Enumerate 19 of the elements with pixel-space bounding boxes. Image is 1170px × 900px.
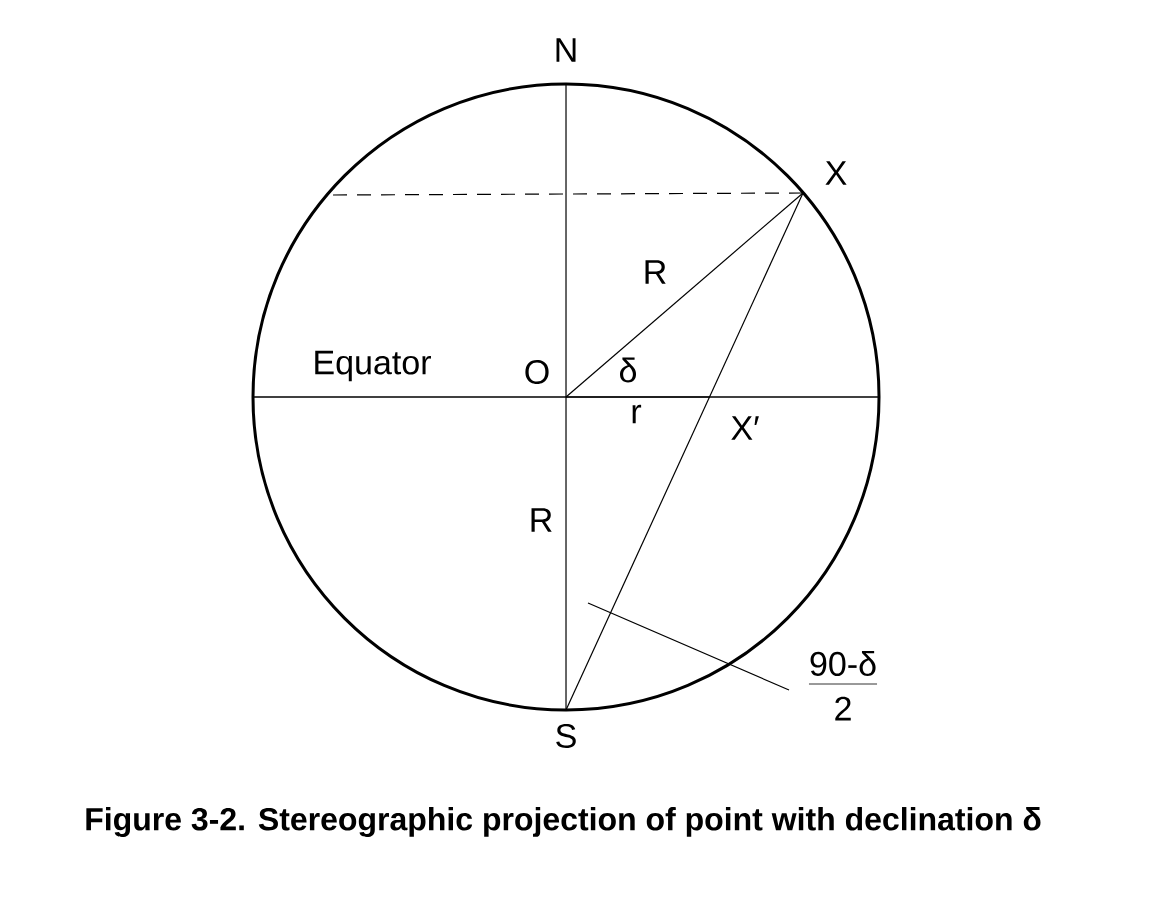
point-label: S: [556, 723, 576, 749]
point-label: X′: [731, 416, 759, 440]
fraction-label: 90-δ 2: [808, 651, 878, 721]
point-label: N: [556, 38, 576, 62]
leader-line: [587, 602, 790, 691]
edge-label: R: [531, 508, 552, 532]
edge-label: r: [632, 404, 642, 424]
point-label: O: [525, 359, 549, 385]
equator-label: Equator: [315, 350, 431, 382]
line: [565, 83, 567, 398]
dashed-line: [332, 192, 804, 196]
angle-label: δ: [620, 357, 636, 383]
line: [565, 192, 804, 711]
edge-label: R: [645, 260, 666, 284]
caption: Figure 3-2. Stereographic projection of point with declination δ: [86, 807, 1041, 837]
line: [565, 396, 567, 711]
line: [565, 192, 804, 398]
point-label: X: [825, 161, 847, 185]
line: [565, 396, 711, 398]
